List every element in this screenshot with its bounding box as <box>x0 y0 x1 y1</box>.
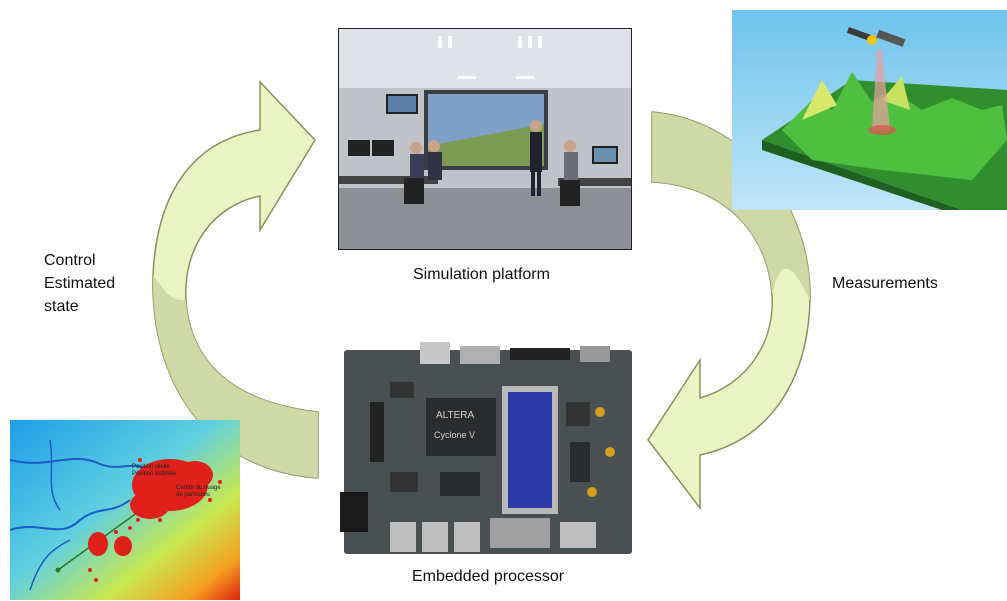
simulation-platform-photo <box>338 28 632 250</box>
measurements-label: Measurements <box>832 275 938 292</box>
map-annotation-center: Centre du nuage <box>176 485 221 491</box>
map-annotation-cloud: de particules <box>176 492 210 498</box>
particle-filter-map: Position réelle Position estimée Centre … <box>10 420 240 600</box>
right-arrow-shadow <box>652 112 811 300</box>
map-annotation-real: Position réelle <box>132 464 170 470</box>
control-label: Control <box>44 252 96 269</box>
state-label: state <box>44 298 79 315</box>
simulation-platform-label: Simulation platform <box>413 266 550 283</box>
terrain-measurement-image <box>732 10 1007 210</box>
embedded-processor-label: Embedded processor <box>412 568 565 585</box>
estimated-label: Estimated <box>44 275 116 292</box>
satellite-icon <box>846 27 906 47</box>
left-arrow-shadow <box>152 275 318 478</box>
embedded-processor-board: ALTERA Cyclone V <box>330 342 640 560</box>
board-logo: ALTERA <box>436 410 474 421</box>
board-chip-label: Cyclone V <box>434 430 475 440</box>
map-annotation-estimated: Position estimée <box>132 471 177 477</box>
